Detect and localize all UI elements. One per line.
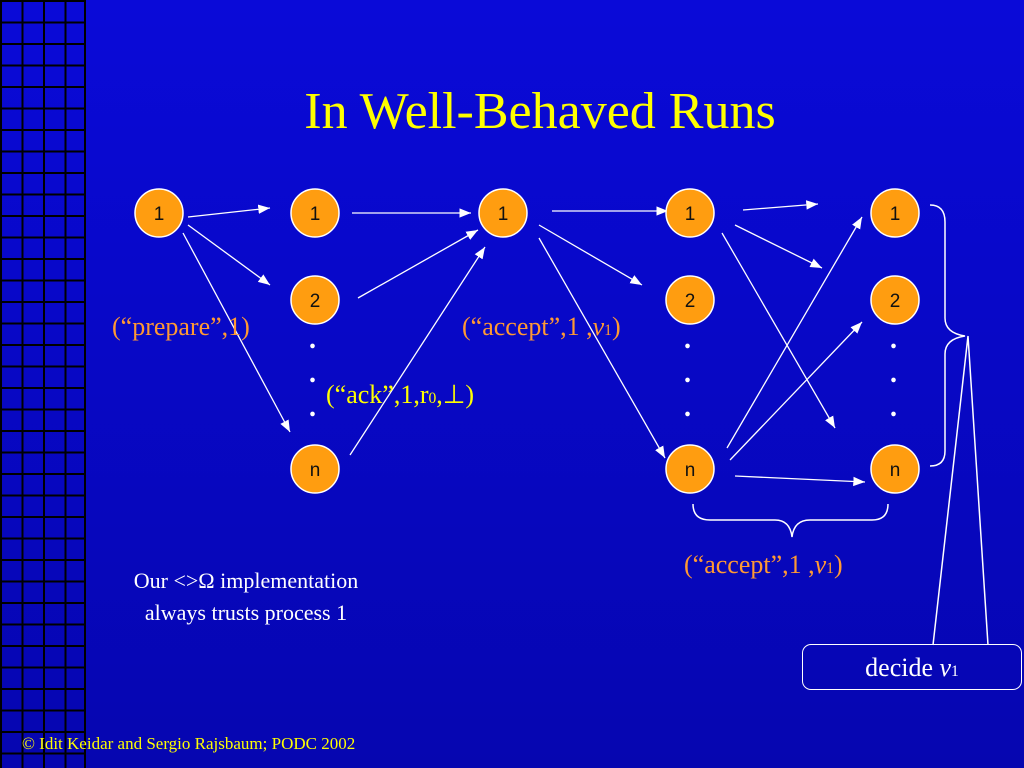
- message-arrow: [538, 224, 643, 286]
- ellipsis-dot: .: [309, 324, 316, 355]
- process-node: 2: [665, 275, 715, 325]
- process-node: 2: [290, 275, 340, 325]
- message-arrow: [742, 200, 819, 211]
- node-circle: [290, 188, 340, 238]
- process-node: 1: [870, 188, 920, 238]
- message-arrow: [721, 232, 836, 429]
- message-arrow: [357, 229, 479, 299]
- message-arrow: [349, 246, 486, 456]
- node-circle: [870, 444, 920, 494]
- process-node: 2: [870, 275, 920, 325]
- message-arrow: [187, 204, 271, 218]
- node-circle: [290, 275, 340, 325]
- node-circle: [478, 188, 528, 238]
- process-node: n: [290, 444, 340, 494]
- node-label: 2: [310, 291, 321, 312]
- grid-pattern: [0, 0, 86, 768]
- process-node: 1: [290, 188, 340, 238]
- node-label: 1: [310, 204, 321, 225]
- ellipsis-dot: .: [684, 392, 691, 423]
- process-node: 1: [478, 188, 528, 238]
- ellipsis-dot: .: [890, 358, 897, 389]
- note-line-1: Our <>Ω implementation: [133, 568, 359, 593]
- decide-pointer: [932, 335, 989, 646]
- message-arrow: [729, 321, 863, 461]
- ellipsis-dot: .: [890, 324, 897, 355]
- right-brace: [929, 204, 966, 467]
- note-line-2: always trusts process 1: [144, 599, 348, 625]
- node-label: n: [310, 460, 321, 481]
- node-circle: [870, 275, 920, 325]
- node-label: 2: [685, 291, 696, 312]
- node-label: n: [890, 460, 901, 481]
- message-arrow: [726, 216, 863, 449]
- ellipsis-dot: .: [684, 358, 691, 389]
- ellipsis-dot: .: [309, 358, 316, 389]
- footer-copyright: © Idit Keidar and Sergio Rajsbaum; PODC …: [22, 734, 356, 753]
- message-arrow: [734, 475, 866, 487]
- process-node: 1: [665, 188, 715, 238]
- process-node: 1: [134, 188, 184, 238]
- process-node: n: [870, 444, 920, 494]
- node-circle: [665, 275, 715, 325]
- implementation-note: Our <>Ω implementation always trusts pro…: [86, 565, 406, 629]
- node-circle: [290, 444, 340, 494]
- node-label: 1: [685, 204, 696, 225]
- node-label: n: [685, 460, 696, 481]
- slide-title: In Well-Behaved Runs: [304, 83, 776, 140]
- message-arrow: [182, 232, 291, 433]
- decide-box: decide v1: [802, 644, 1022, 690]
- bottom-brace: [692, 503, 889, 538]
- message-arrow: [187, 224, 271, 286]
- node-circle: [870, 188, 920, 238]
- node-circle: [134, 188, 184, 238]
- node-label: 1: [890, 204, 901, 225]
- accept-label-1: (“accept”,1 ,v1): [462, 312, 621, 341]
- grid-edge: [84, 0, 86, 768]
- node-label: 2: [890, 291, 901, 312]
- prepare-label: (“prepare”,1): [112, 312, 250, 341]
- node-circle: [665, 444, 715, 494]
- accept-label-2: (“accept”,1 ,v1): [684, 550, 843, 579]
- process-node: n: [665, 444, 715, 494]
- node-label: 1: [498, 204, 509, 225]
- ack-label: (“ack”,1,r0,⊥): [326, 380, 475, 409]
- node-circle: [665, 188, 715, 238]
- message-arrow: [538, 237, 666, 459]
- ellipsis-dot: .: [309, 392, 316, 423]
- ellipsis-dot: .: [684, 324, 691, 355]
- node-label: 1: [154, 204, 165, 225]
- ellipsis-dot: .: [890, 392, 897, 423]
- message-arrow: [734, 224, 823, 269]
